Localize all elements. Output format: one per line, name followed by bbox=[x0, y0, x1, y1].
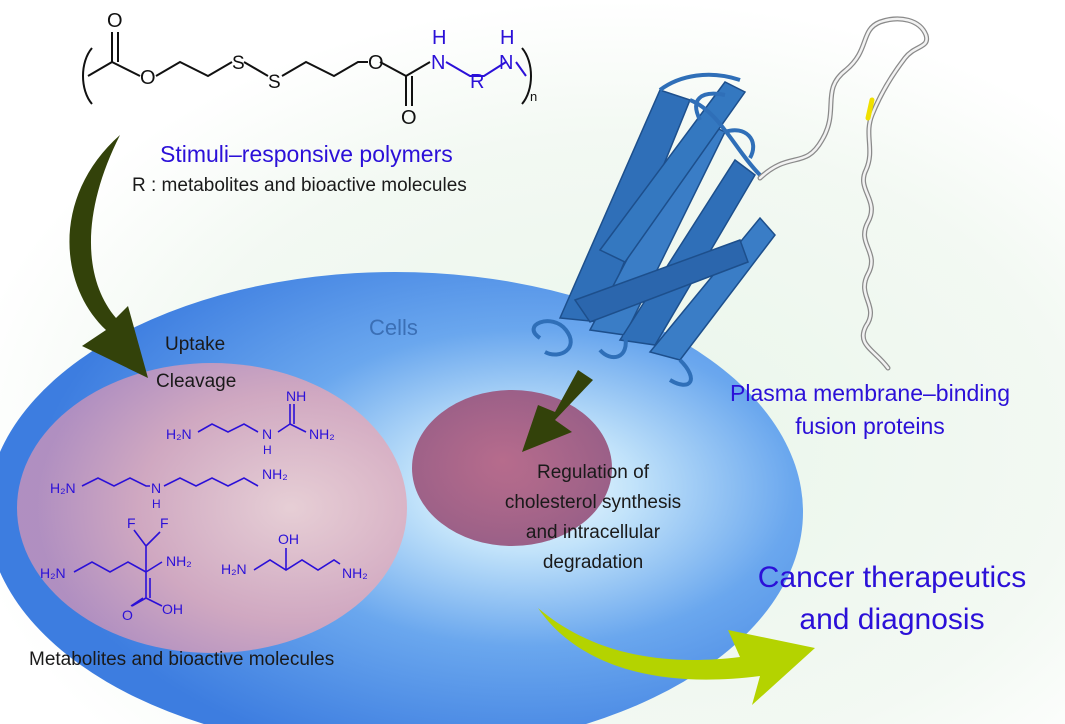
polymer-atom-h1: H bbox=[432, 27, 446, 49]
cleavage-label: Cleavage bbox=[156, 371, 237, 392]
polymer-atom-h2: H bbox=[500, 27, 514, 49]
polymer-subtitle: R : metabolites and bioactive molecules bbox=[132, 175, 467, 196]
polymer-atom-o-carbamate: O bbox=[368, 52, 384, 74]
hydroxyputrescine-oh: OH bbox=[278, 531, 299, 547]
therapy-arrow bbox=[538, 608, 815, 705]
dfmo-amine: NH₂ bbox=[166, 553, 192, 569]
polymer-atom-s1: S bbox=[232, 53, 245, 74]
spermidine-structure: H₂N N H NH₂ bbox=[50, 466, 288, 511]
polymer-blue-bonds bbox=[445, 61, 527, 77]
agmatine-structure: H₂N N H NH NH₂ bbox=[166, 388, 335, 457]
cancer-label: Cancer therapeutics and diagnosis bbox=[722, 557, 1062, 641]
regulation-line-3: and intracellular bbox=[525, 522, 661, 543]
uptake-label: Uptake bbox=[165, 334, 226, 355]
polymer-atom-o-carbonyl: O bbox=[401, 107, 417, 129]
polymer-title: Stimuli–responsive polymers bbox=[160, 141, 453, 167]
agmatine-n: N bbox=[262, 426, 272, 442]
agmatine-imine: NH bbox=[286, 388, 306, 404]
regulation-line-4: degradation bbox=[542, 552, 644, 573]
protein-arrow bbox=[522, 370, 593, 452]
agmatine-left-amine: H₂N bbox=[166, 426, 192, 442]
uptake-arrow bbox=[69, 135, 148, 378]
agmatine-right-amine: NH₂ bbox=[309, 426, 335, 442]
metabolites-label: Metabolites and bioactive molecules bbox=[29, 649, 335, 670]
polymer-atom-s2: S bbox=[268, 72, 281, 93]
fusion-protein-label: Plasma membrane–binding fusion proteins bbox=[690, 377, 1050, 443]
polymer-atom-r: R bbox=[470, 71, 484, 93]
dfmo-oh: OH bbox=[162, 601, 183, 617]
hydroxyputrescine-structure: OH H₂N NH₂ bbox=[221, 531, 368, 581]
polymer-atom-o-ester: O bbox=[140, 67, 156, 89]
spermidine-right-amine: NH₂ bbox=[262, 466, 288, 482]
spermidine-n: N bbox=[151, 480, 161, 496]
dfmo-f1: F bbox=[127, 515, 136, 531]
hydroxyputrescine-right-amine: NH₂ bbox=[342, 565, 368, 581]
polymer-structure bbox=[82, 32, 532, 106]
hydroxyputrescine-left-amine: H₂N bbox=[221, 561, 247, 577]
fusion-protein-structure bbox=[531, 72, 776, 387]
fusion-line-1: Plasma membrane–binding bbox=[730, 380, 1010, 406]
dfmo-carbonyl-o: O bbox=[122, 607, 133, 623]
regulation-label: Regulation of cholesterol synthesis and … bbox=[468, 458, 718, 578]
regulation-line-2: cholesterol synthesis bbox=[504, 492, 682, 513]
cancer-line-1: Cancer therapeutics bbox=[757, 561, 1027, 594]
polymer-atom-n2: N bbox=[499, 52, 513, 74]
metabolite-region bbox=[17, 363, 407, 653]
polymer-atom-n1: N bbox=[431, 52, 445, 74]
agmatine-n-h: H bbox=[263, 443, 272, 457]
dfmo-f2: F bbox=[160, 515, 169, 531]
polymer-repeat-subscript: n bbox=[530, 89, 537, 104]
cells-label: Cells bbox=[369, 315, 418, 340]
spermidine-n-h: H bbox=[152, 497, 161, 511]
fusion-line-2: fusion proteins bbox=[795, 413, 945, 439]
dfmo-structure: F F NH₂ H₂N O OH bbox=[40, 515, 192, 623]
linker-strand bbox=[757, 16, 930, 371]
dfmo-left-amine: H₂N bbox=[40, 565, 66, 581]
regulation-line-1: Regulation of bbox=[537, 462, 649, 483]
cancer-line-2: and diagnosis bbox=[799, 603, 985, 636]
polymer-atom-o-top: O bbox=[107, 10, 123, 32]
spermidine-left-amine: H₂N bbox=[50, 480, 76, 496]
